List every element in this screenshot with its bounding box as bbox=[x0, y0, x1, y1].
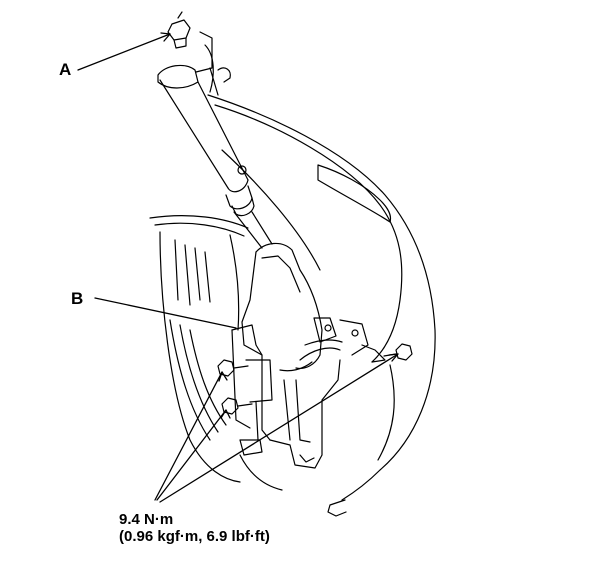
clip-a-icon bbox=[167, 11, 191, 49]
washer-reservoir bbox=[241, 242, 386, 469]
leader-torque-2 bbox=[156, 409, 227, 501]
fender-outline bbox=[207, 94, 436, 517]
bolt-upper-left-icon bbox=[217, 359, 249, 377]
leader-lines bbox=[77, 32, 399, 503]
callout-label-a: A bbox=[59, 60, 72, 79]
wheel-well-liner bbox=[149, 215, 283, 491]
torque-spec-imperial: (0.96 kgf·m, 6.9 lbf·ft) bbox=[119, 528, 270, 545]
torque-spec-metric: 9.4 N·m bbox=[119, 511, 174, 528]
mount-bracket bbox=[231, 324, 273, 441]
filler-neck bbox=[157, 31, 273, 249]
leader-torque-1 bbox=[154, 371, 223, 501]
leader-b bbox=[94, 297, 237, 329]
leader-a-arrow bbox=[160, 32, 171, 42]
bolt-right-icon bbox=[383, 343, 413, 361]
leader-torque-3 bbox=[159, 353, 399, 503]
callout-label-b: B bbox=[71, 289, 84, 308]
leader-a bbox=[77, 33, 171, 71]
